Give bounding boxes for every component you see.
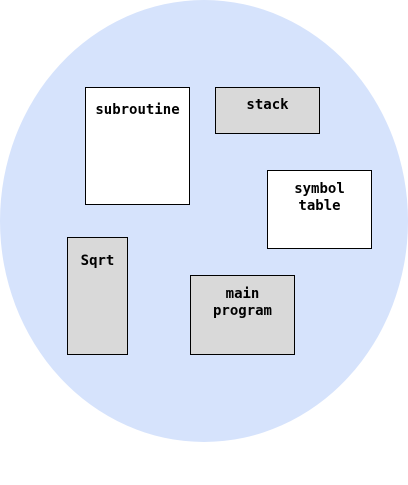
symbol-table-segment: symbol table xyxy=(267,170,372,249)
subroutine-segment: subroutine xyxy=(85,87,190,205)
main-program-segment: main program xyxy=(190,275,295,355)
stack-segment: stack xyxy=(215,87,320,134)
sqrt-segment: Sqrt xyxy=(67,237,128,355)
